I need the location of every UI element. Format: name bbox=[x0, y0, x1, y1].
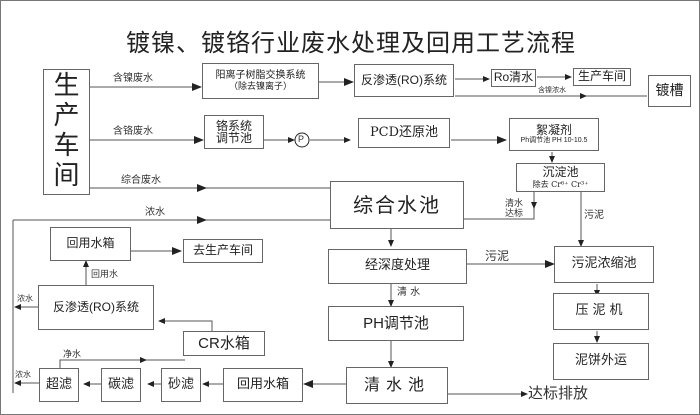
label-concentrate-top: 浓水 bbox=[145, 207, 165, 218]
label-chrome-wastewater: 含铬废水 bbox=[113, 126, 153, 137]
node-sedimentation: 沉淀池 除去 Cr⁶⁺ Cr³⁺ bbox=[516, 163, 605, 192]
label-nickel-concentrate: 含镍浓水 bbox=[538, 86, 566, 94]
pump-label: P bbox=[298, 134, 305, 144]
node-reuse-tank-top: 回用水箱 bbox=[50, 227, 131, 261]
workshop-char: 间 bbox=[53, 160, 80, 191]
pump-icon bbox=[294, 132, 310, 148]
workshop-char: 车 bbox=[53, 131, 80, 161]
chrome-tank-l1: 铬系统 bbox=[215, 119, 252, 133]
node-cake-transport: 泥饼外运 bbox=[553, 343, 649, 380]
label-pure-water: 净水 bbox=[63, 350, 82, 360]
workshop-char: 生 bbox=[53, 71, 80, 102]
workshop-char: 产 bbox=[53, 101, 80, 132]
label-concentrate-uf: 浓水 bbox=[15, 370, 31, 379]
label-clean-1: 清水 bbox=[505, 199, 524, 209]
line-concentrate-top bbox=[12, 219, 331, 393]
diagram-title: 镀镍、镀铬行业废水处理及回用工艺流程 bbox=[126, 29, 576, 57]
node-pcd-pool: PCD还原池 bbox=[358, 118, 450, 148]
node-filter-press: 压泥机 bbox=[553, 293, 649, 330]
flocculant-ph: Ph调节池 PH 10-10.5 bbox=[520, 137, 588, 145]
label-clean-2: 达标 bbox=[505, 209, 524, 219]
cation-resin-sub: （除去镍离子） bbox=[228, 81, 292, 92]
node-cation-resin: 阳离子树脂交换系统 （除去镍离子） bbox=[202, 63, 319, 99]
node-chrome-tank: 铬系统 调节池 bbox=[204, 115, 264, 149]
node-production-workshop: 生 产 车 间 bbox=[43, 69, 90, 195]
label-reuse-water: 回用水 bbox=[91, 270, 119, 280]
node-ro-clean-water: Ro清水 bbox=[491, 69, 536, 87]
node-to-workshop: 去生产车间 bbox=[183, 239, 263, 263]
node-ro-system-top: 反渗透(RO)系统 bbox=[354, 64, 454, 97]
node-sludge-thickener: 污泥浓缩池 bbox=[554, 246, 654, 283]
label-concentrate-ro: 浓水 bbox=[17, 294, 33, 303]
node-carbon-filter: 碳滤 bbox=[101, 368, 141, 402]
chrome-tank-l2: 调节池 bbox=[215, 131, 252, 145]
node-reuse-tank-bottom: 回用水箱 bbox=[223, 368, 303, 402]
node-clear-pool: 清水池 bbox=[346, 367, 448, 404]
sedimentation-title: 沉淀池 bbox=[542, 165, 579, 179]
arrow-sed-to-pool bbox=[464, 189, 535, 220]
flocculant-title: 絮凝剂 bbox=[535, 122, 572, 137]
label-discharge: 达标排放 bbox=[528, 384, 589, 402]
node-cr-tank: CR水箱 bbox=[183, 331, 265, 356]
node-ph-pool: PH调节池 bbox=[328, 306, 464, 341]
node-ultrafiltration: 超滤 bbox=[39, 368, 79, 402]
node-sand-filter: 砂滤 bbox=[161, 368, 201, 402]
label-clean-water-mid: 清 水 bbox=[397, 287, 421, 298]
cation-resin-title: 阳离子树脂交换系统 bbox=[215, 70, 306, 82]
node-production-workshop-top: 生产车间 bbox=[573, 68, 631, 86]
node-plating-tank: 镀槽 bbox=[648, 75, 691, 107]
arrow-cr-to-ro bbox=[158, 318, 213, 331]
label-mixed-wastewater: 综合废水 bbox=[121, 175, 161, 186]
sedimentation-sub: 除去 Cr⁶⁺ Cr³⁺ bbox=[532, 179, 589, 189]
label-sludge-right: 污泥 bbox=[584, 210, 604, 221]
node-ro-system-bottom: 反渗透(RO)系统 bbox=[38, 285, 154, 330]
node-flocculant: 絮凝剂 Ph调节池 PH 10-10.5 bbox=[509, 118, 599, 151]
label-sludge-mid: 污泥 bbox=[485, 249, 510, 263]
arrow-uf-to-cr bbox=[59, 359, 185, 368]
node-mixed-pool: 综合水池 bbox=[330, 181, 464, 229]
node-deep-treatment: 经深度处理 bbox=[328, 249, 467, 284]
label-nickel-wastewater: 含镍废水 bbox=[113, 73, 153, 84]
